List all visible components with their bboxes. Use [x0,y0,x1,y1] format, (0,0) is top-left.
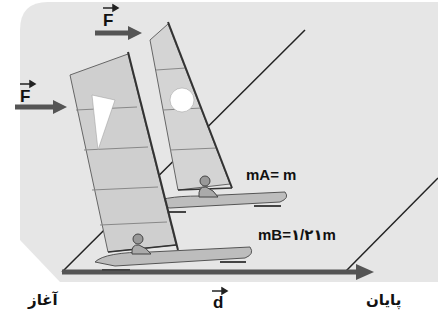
displacement-arrow [62,264,374,280]
mass-label: mA= m [246,166,296,183]
finish-label: پایان [366,292,401,309]
finish-line [345,178,438,272]
iceboat-b [70,52,252,270]
force-label: F [20,87,30,107]
iceboat-a [150,22,287,212]
force-label: F [103,11,113,31]
ice-ground [20,2,438,282]
force-arrow [95,26,142,40]
displacement-label: d [213,293,223,313]
mass-label: mB=۱/۲۱m [258,226,336,243]
start-label: آغاز [28,292,58,309]
